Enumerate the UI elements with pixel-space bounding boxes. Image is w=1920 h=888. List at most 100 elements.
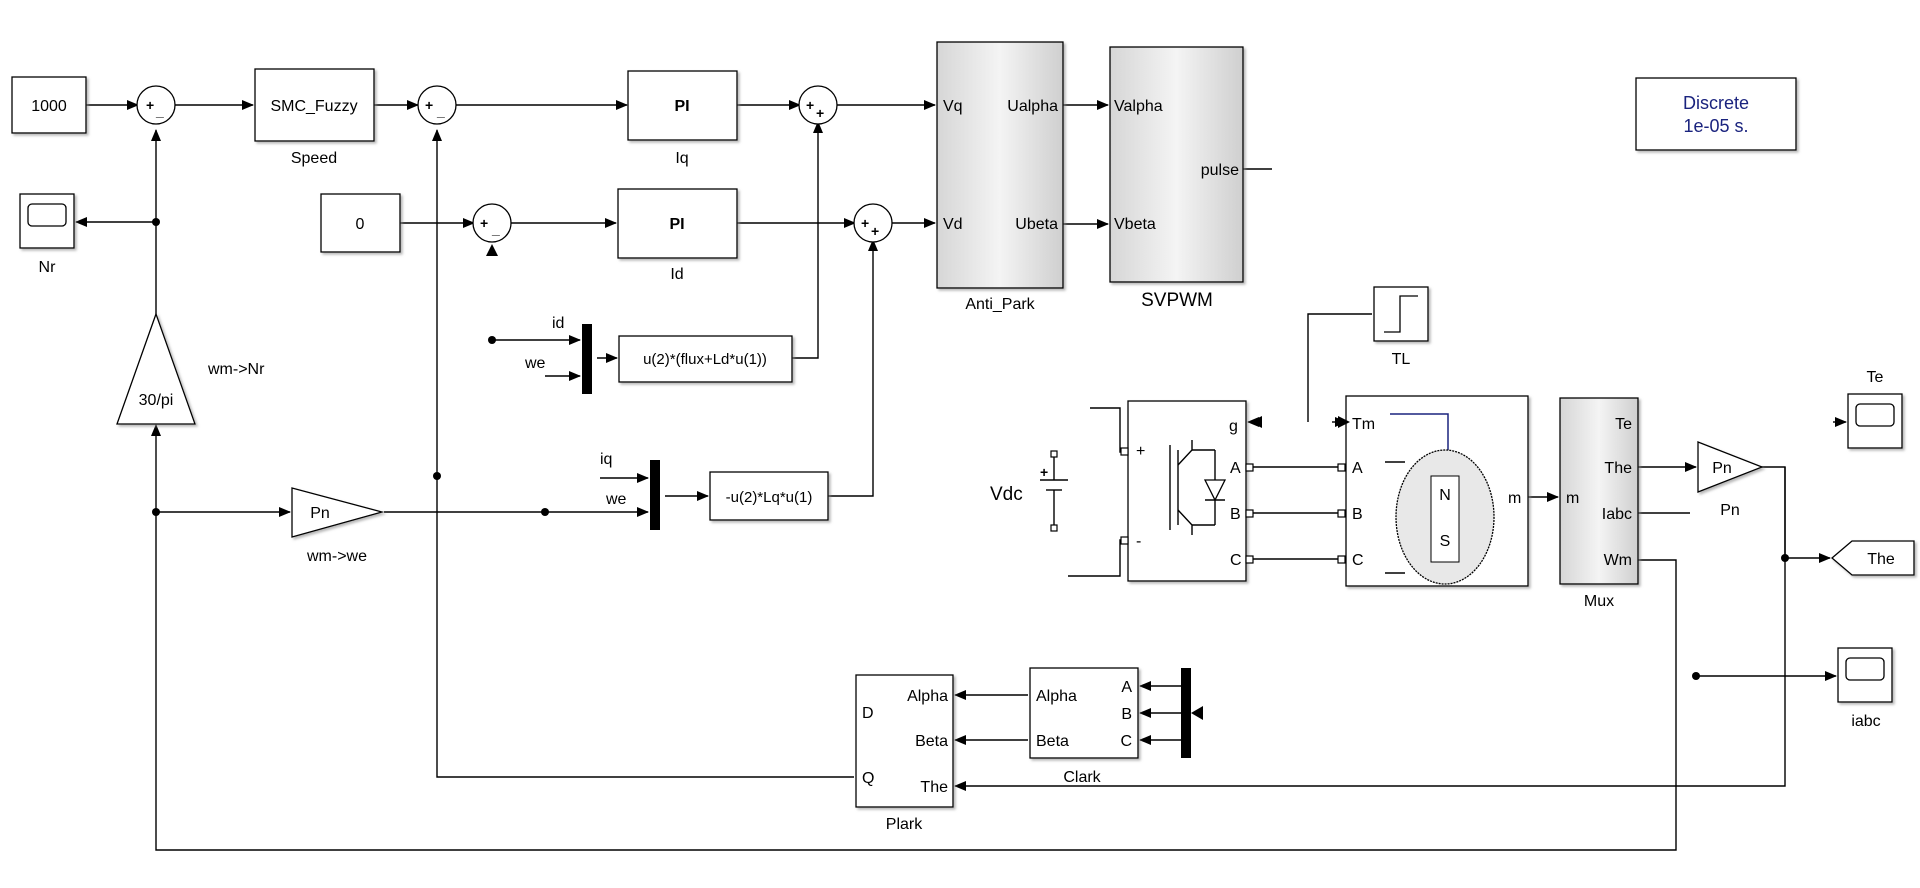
gain-30pi[interactable]: 30/pi wm->Nr: [116, 312, 265, 425]
pi-label: PI: [674, 98, 689, 115]
port-label: Vbeta: [1114, 216, 1156, 233]
port-label: C: [1352, 552, 1364, 569]
goto-tag: The: [1867, 551, 1895, 568]
constant-id-ref[interactable]: 0: [320, 193, 401, 253]
mux-input-label: iq: [600, 451, 612, 468]
sum-block-id[interactable]: + _: [472, 203, 512, 256]
constant-speed-ref[interactable]: 1000: [11, 76, 87, 134]
port-label: Q: [862, 770, 874, 787]
port-label: m: [1566, 490, 1579, 507]
anti-park-block[interactable]: Vq Vd Ualpha Ubeta Anti_Park: [936, 41, 1064, 313]
constant-value: 1000: [31, 98, 67, 115]
svpwm-block[interactable]: Valpha Vbeta pulse SVPWM: [1109, 46, 1244, 311]
iq-label: Iq: [675, 150, 688, 167]
port-label: B: [1230, 506, 1241, 523]
junction-dot: [152, 508, 160, 516]
gain-value: 30/pi: [139, 392, 174, 409]
port-label: Tm: [1352, 416, 1375, 433]
id-label: Id: [670, 266, 683, 283]
port-label: Beta: [915, 733, 948, 750]
sum-sign: _: [491, 221, 500, 237]
port-label: D: [862, 705, 874, 722]
wire-fcnvd-sum5: [828, 239, 878, 497]
sum-block-vq[interactable]: + +: [798, 85, 838, 125]
port-label: A: [1121, 679, 1132, 696]
port-label: Vd: [943, 216, 963, 233]
mux-input-label: id: [552, 315, 564, 332]
port-label: Wm: [1604, 552, 1632, 569]
smc-fuzzy-label: SMC_Fuzzy: [270, 98, 357, 115]
fcn-vq-block[interactable]: u(2)*(flux+Ld*u(1)): [618, 335, 793, 383]
mux-input-label: we: [524, 355, 546, 372]
scope-te[interactable]: Te: [1847, 369, 1903, 449]
sum-sign: +: [146, 97, 154, 113]
port-label: Valpha: [1114, 98, 1163, 115]
junction-dot: [1781, 554, 1789, 562]
junctions: [152, 218, 1789, 680]
dc-voltage-source[interactable]: Vdc +: [990, 450, 1068, 532]
port-label: g: [1229, 418, 1238, 435]
junction-dot: [433, 472, 441, 480]
gain-label: wm->we: [306, 548, 367, 565]
scope-nr[interactable]: Nr: [19, 193, 75, 276]
port-label: B: [1352, 506, 1363, 523]
sum-sign: +: [816, 105, 824, 121]
sum-sign: +: [425, 97, 433, 113]
scope-label: Te: [1867, 369, 1884, 386]
pi-id-block[interactable]: PI Id: [617, 188, 738, 283]
scope-label: Nr: [39, 259, 57, 276]
fcn-vd-block[interactable]: -u(2)*Lq*u(1): [709, 471, 829, 521]
wire-pn2-goto: [1760, 466, 1831, 563]
smc-fuzzy-block[interactable]: SMC_Fuzzy Speed: [254, 68, 375, 167]
pi-label: PI: [669, 216, 684, 233]
inverter-bridge[interactable]: + - g A B C: [1120, 400, 1262, 582]
scope-iabc[interactable]: iabc: [1837, 647, 1893, 730]
junction-dot: [1692, 672, 1700, 680]
magnet-pole: S: [1440, 533, 1451, 550]
sum-sign: +: [871, 223, 879, 239]
sample-time: 1e-05 s.: [1683, 116, 1748, 136]
goto-the[interactable]: The: [1830, 540, 1915, 576]
sum-block-speed[interactable]: + _: [136, 85, 176, 125]
constant-value: 0: [356, 216, 365, 233]
wire-vdc-minus: [1068, 539, 1124, 577]
sum-sign: +: [806, 97, 814, 113]
port-label: Ualpha: [1007, 98, 1058, 115]
wires: [75, 100, 1847, 851]
powergui-discrete[interactable]: Discrete 1e-05 s.: [1635, 77, 1797, 151]
sum-sign: +: [861, 215, 869, 231]
pmsm-motor-block[interactable]: Tm A B C m N S: [1337, 395, 1529, 587]
sum-block-iq[interactable]: + _: [417, 85, 457, 125]
measurement-mux[interactable]: m Te The Iabc Wm Mux: [1559, 397, 1639, 610]
plark-block[interactable]: D Q Alpha Beta The Plark: [855, 674, 954, 833]
port-label: The: [920, 779, 948, 796]
port-label: A: [1230, 460, 1241, 477]
fcn-expression: u(2)*(flux+Ld*u(1)): [643, 351, 767, 368]
clark-block[interactable]: Alpha Beta A B C Clark: [1029, 667, 1139, 786]
polarity-sign: +: [1040, 464, 1048, 480]
port-label: Iabc: [1602, 506, 1632, 523]
port-label: -: [1136, 533, 1141, 550]
gain-pn-theta[interactable]: Pn Pn: [1697, 441, 1764, 519]
port-label: Alpha: [907, 688, 948, 705]
port-label: Vq: [943, 98, 963, 115]
sum-sign: +: [480, 215, 488, 231]
mux-vd-inputs[interactable]: iq we: [600, 451, 660, 530]
sum-sign: _: [155, 103, 164, 119]
block-label: Mux: [1584, 593, 1614, 610]
step-load-torque[interactable]: TL: [1373, 286, 1429, 368]
gain-label: wm->Nr: [207, 361, 265, 378]
gain-pn[interactable]: Pn wm->we: [291, 487, 385, 565]
mux-vq-inputs[interactable]: id we: [524, 315, 592, 394]
wire-q-sum2: [432, 129, 854, 778]
junction-dot: [488, 336, 496, 344]
wire-wm-return: [155, 512, 1677, 851]
sum-block-vd[interactable]: + +: [853, 203, 893, 243]
demux-abc[interactable]: [1181, 668, 1203, 758]
block-label: Plark: [886, 816, 923, 833]
port-label: C: [1120, 733, 1132, 750]
gain-label: Pn: [1720, 502, 1740, 519]
port-label: A: [1352, 460, 1363, 477]
pi-iq-block[interactable]: PI Iq: [627, 70, 738, 167]
